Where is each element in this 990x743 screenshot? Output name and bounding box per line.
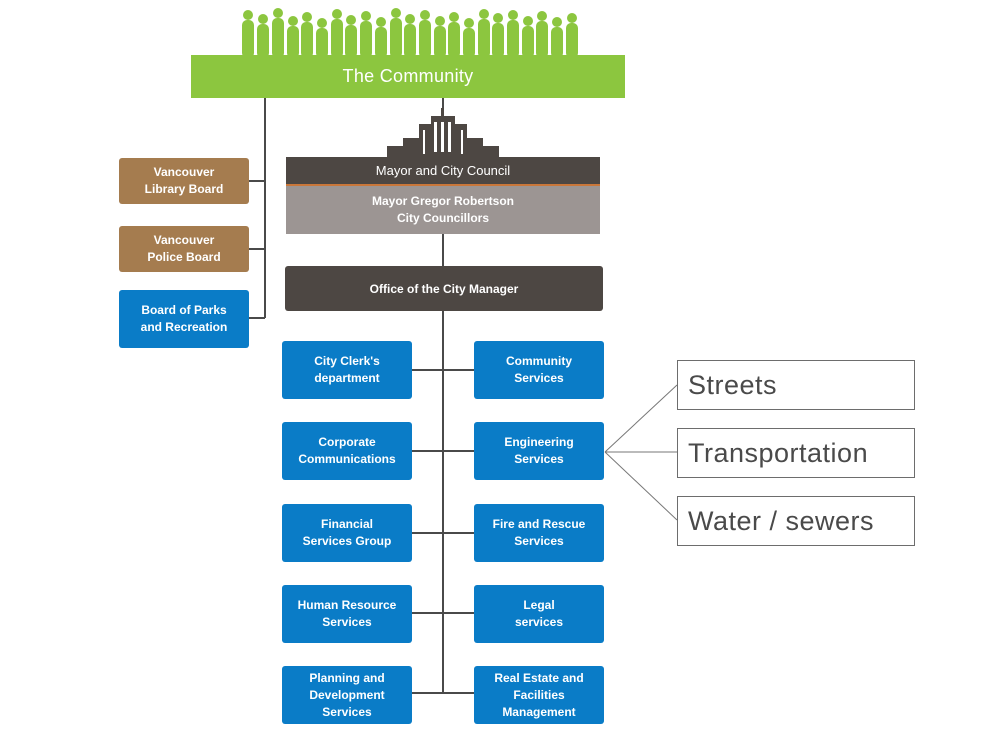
callout-label: Streets xyxy=(688,369,778,400)
dept-line: Community xyxy=(506,354,572,368)
dept-line: department xyxy=(314,371,380,385)
city-manager-label: Office of the City Manager xyxy=(369,281,519,296)
council-members: Mayor Gregor Robertson City Councillors xyxy=(286,186,600,234)
board-line: Vancouver xyxy=(153,233,215,247)
dept-legal-services: Legal services xyxy=(474,585,604,643)
board-line: Board of Parks xyxy=(141,303,227,317)
police-board-box: Vancouver Police Board xyxy=(119,226,249,272)
dept-line: Financial xyxy=(320,517,373,531)
community-bar: The Community xyxy=(191,55,625,98)
council-title-text: Mayor and City Council xyxy=(375,163,511,178)
callout-label: Transportation xyxy=(688,437,869,468)
council-divider xyxy=(286,184,600,186)
council-mayor: Mayor Gregor Robertson xyxy=(371,194,515,208)
dept-line: Facilities xyxy=(513,687,565,702)
dept-corporate-communications: Corporate Communications xyxy=(282,422,412,480)
parks-board-box: Board of Parks and Recreation xyxy=(119,290,249,348)
dept-line: Services xyxy=(322,704,372,719)
board-line: Vancouver xyxy=(153,165,215,179)
dept-line: Services Group xyxy=(302,534,392,548)
callout-label: Water / sewers xyxy=(688,505,875,536)
callout-transportation: Transportation xyxy=(677,428,915,478)
board-line: Library Board xyxy=(144,182,224,196)
dept-line: Legal xyxy=(523,598,555,612)
dept-fire-rescue: Fire and Rescue Services xyxy=(474,504,604,562)
callout-streets: Streets xyxy=(677,360,915,410)
dept-real-estate-facilities: Real Estate and Facilities Management xyxy=(474,666,604,724)
dept-line: Management xyxy=(502,704,576,719)
dept-human-resources: Human Resource Services xyxy=(282,585,412,643)
dept-line: Corporate xyxy=(318,435,376,449)
dept-line: Services xyxy=(514,371,564,385)
callout-water-sewers: Water / sewers xyxy=(677,496,915,546)
community-label: The Community xyxy=(342,66,474,86)
dept-line: Engineering xyxy=(504,435,574,449)
dept-city-clerk: City Clerk's department xyxy=(282,341,412,399)
board-line: and Recreation xyxy=(140,320,228,334)
library-board-box: Vancouver Library Board xyxy=(119,158,249,204)
dept-community-services: Community Services xyxy=(474,341,604,399)
dept-line: Fire and Rescue xyxy=(492,517,586,531)
dept-engineering-services: Engineering Services xyxy=(474,422,604,480)
people-silhouettes-icon xyxy=(242,8,578,58)
dept-line: Services xyxy=(514,452,564,466)
city-hall-building-icon xyxy=(387,108,499,158)
dept-line: Planning and xyxy=(309,670,385,685)
dept-line: services xyxy=(514,615,564,629)
city-manager-box: Office of the City Manager xyxy=(285,266,603,311)
council-councillors: City Councillors xyxy=(396,211,489,225)
dept-line: City Clerk's xyxy=(314,354,380,368)
council-title: Mayor and City Council xyxy=(286,157,600,184)
dept-line: Services xyxy=(514,534,564,548)
board-line: Police Board xyxy=(147,250,221,264)
dept-line: Services xyxy=(322,615,372,629)
dept-planning-development: Planning and Development Services xyxy=(282,666,412,724)
dept-line: Communications xyxy=(298,452,396,466)
dept-financial-services: Financial Services Group xyxy=(282,504,412,562)
dept-line: Development xyxy=(309,687,385,702)
dept-line: Real Estate and xyxy=(494,670,584,685)
dept-line: Human Resource xyxy=(297,598,397,612)
